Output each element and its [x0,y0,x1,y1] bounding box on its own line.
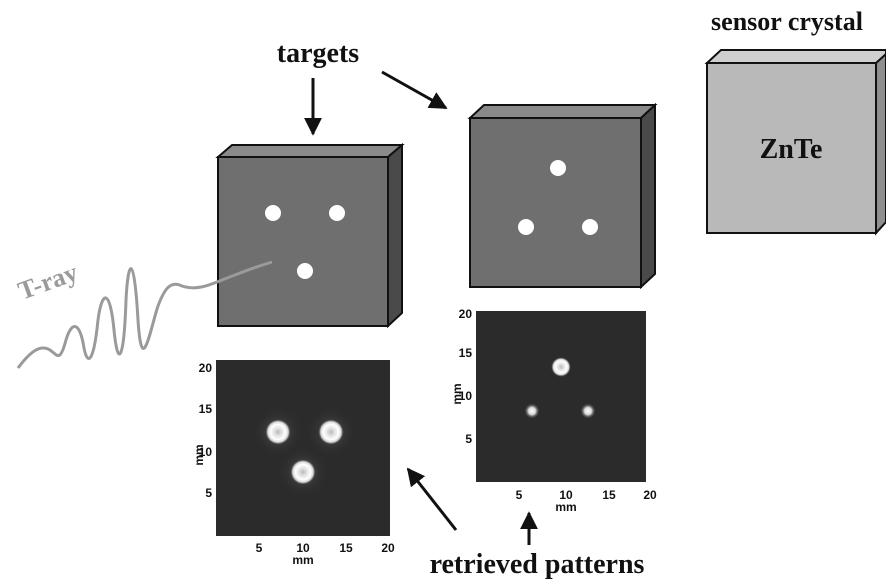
pattern-spot [265,419,291,445]
y-tick: 15 [199,402,213,416]
x-tick: 15 [339,541,353,555]
x-tick: 5 [516,488,523,502]
x-tick: 10 [296,541,310,555]
pattern-spot [318,419,344,445]
targets-label: targets [277,38,360,69]
target-middle [467,102,658,290]
y-tick: 20 [459,307,473,321]
target-hole [582,219,598,235]
target-hole [297,263,313,279]
y-tick: 10 [459,389,473,403]
x-tick: 20 [643,488,657,502]
y-tick: 20 [199,361,213,375]
sensor-crystal-label: sensor crystal [711,7,863,36]
y-tick: 15 [459,346,473,360]
crystal-material-label: ZnTe [760,134,823,165]
pattern-spot [580,403,596,419]
retrieved-arrow-diagonal [406,467,458,531]
y-tick: 5 [465,432,472,446]
retrieved-patterns-label: retrieved patterns [430,549,645,579]
targets-arrow-right [381,70,448,110]
pattern-spot [290,459,316,485]
retrieved-pattern-plot-left: 20 15 10 5 mm 5 10 15 20 mm [192,360,395,567]
retrieved-pattern-plot-middle: 20 15 10 5 mm 5 10 15 20 mm [450,307,657,514]
target-hole [329,205,345,221]
y-tick: 5 [205,486,212,500]
t-ray-wave [16,260,273,369]
x-tick: 10 [559,488,573,502]
y-tick: 10 [199,445,213,459]
x-axis-label: mm [292,553,313,567]
x-tick: 5 [256,541,263,555]
x-axis-label: mm [555,500,576,514]
target-left [215,142,405,329]
target-hole [550,160,566,176]
x-tick: 20 [381,541,395,555]
y-axis-label: mm [450,383,464,404]
target-hole [265,205,281,221]
x-tick: 15 [602,488,616,502]
t-ray-label: T-ray [14,257,81,305]
target-hole [518,219,534,235]
pattern-spot [551,357,571,377]
sensor-crystal: ZnTe [704,49,886,236]
pattern-spot [524,403,540,419]
y-axis-label: mm [192,444,206,465]
